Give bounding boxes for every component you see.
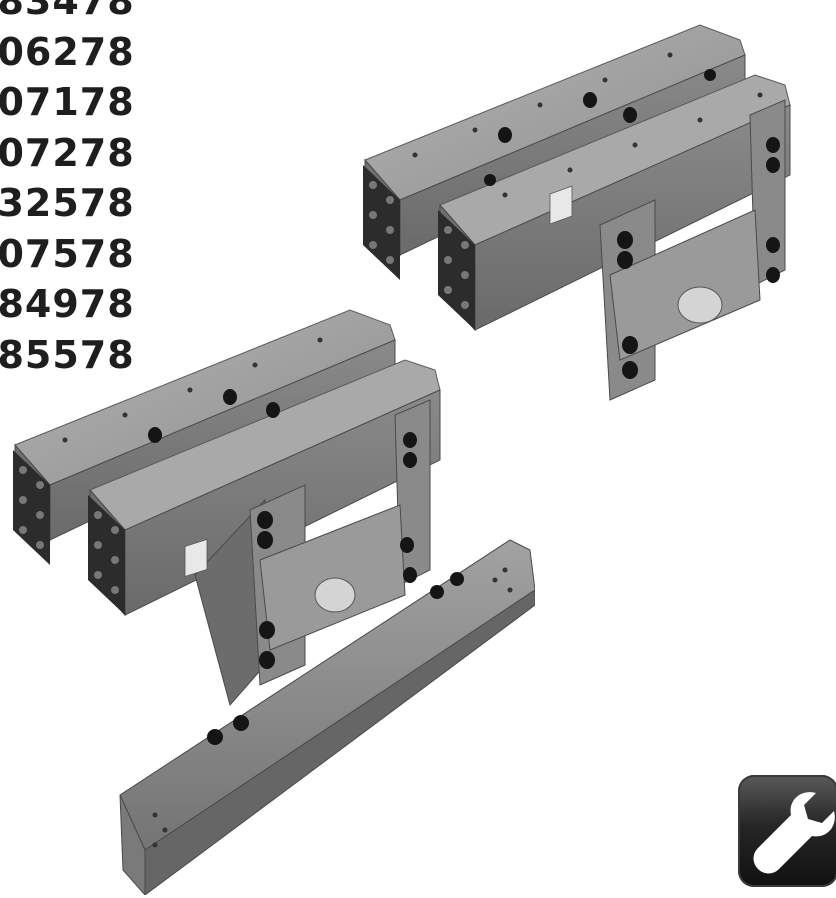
part-number: 207278 — [0, 130, 135, 175]
part-number: 207178 — [0, 80, 135, 124]
part-number: 206278 — [0, 29, 135, 74]
cradle-frame-with-crossbar-illustration — [13, 309, 535, 895]
tool-badge — [738, 775, 836, 887]
part-number-list: 183478 206278 207178 207278 532578 20757… — [0, 0, 135, 380]
part-number: 584978 — [0, 282, 135, 326]
part-number: 585578 — [0, 332, 135, 377]
wrench-icon — [753, 792, 835, 874]
part-number: 183478 — [0, 0, 135, 23]
cradle-frame-illustration — [363, 24, 791, 401]
part-number: 532578 — [0, 181, 135, 225]
part-number: 207578 — [0, 231, 135, 276]
